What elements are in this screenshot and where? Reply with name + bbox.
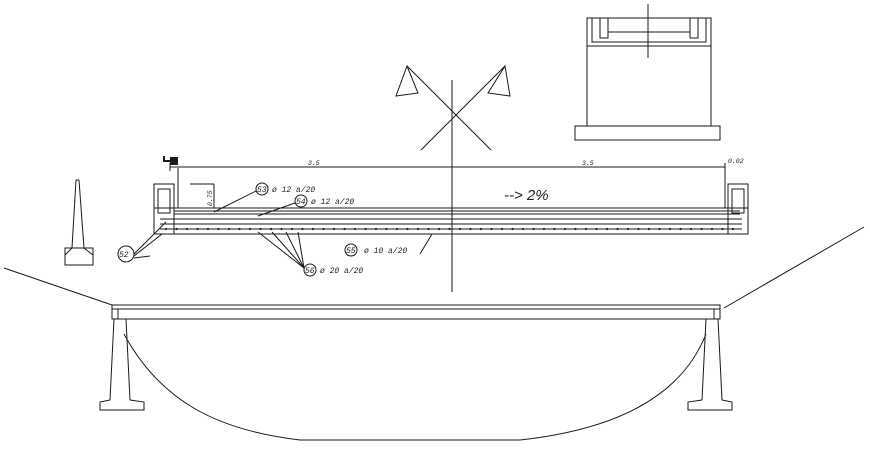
rebar-dot	[248, 227, 252, 231]
rebar-dot	[364, 227, 367, 231]
rebar-dot	[259, 227, 262, 231]
rebar-dot	[448, 227, 451, 231]
rebar-dot	[563, 227, 567, 231]
rebar-tag-55	[344, 243, 358, 257]
dim-right-span: 3.5	[582, 160, 594, 167]
rebar-dot	[269, 227, 273, 231]
rebar-dot	[721, 227, 724, 231]
rebar-dot	[206, 227, 210, 231]
deck-section: 3.5 3.5 0.02 0.75	[153, 156, 749, 235]
rebar-dot	[479, 227, 483, 231]
rebar-dot	[385, 227, 388, 231]
rebar-dot	[427, 227, 430, 231]
rebar-dot	[511, 227, 514, 231]
rebar-dot	[322, 227, 325, 231]
rebar-dot	[311, 227, 315, 231]
rebar-annotations: 53 ø 12 a/20 54 ø 12 a/20 55 ø 10 a/20 5…	[117, 182, 433, 277]
rebar-dots	[164, 227, 735, 231]
parapet-post	[64, 179, 94, 266]
rebar-dot	[731, 227, 735, 231]
rebar-dot	[532, 227, 535, 231]
rebar-dot	[374, 227, 378, 231]
rebar-dot	[196, 227, 199, 231]
rebar-tag-54-number: 54	[296, 198, 306, 207]
rebar-tag-55-number: 55	[346, 247, 356, 256]
abutment-detail	[574, 4, 721, 141]
rebar-dot	[175, 227, 178, 231]
rebar-tag-54	[294, 194, 308, 208]
rebar-dot	[301, 227, 304, 231]
rebar-dot	[185, 227, 189, 231]
rebar-dot	[521, 227, 525, 231]
rebar-dot	[469, 227, 472, 231]
rebar-dot	[416, 227, 420, 231]
rebar-dot	[689, 227, 693, 231]
dim-left-span: 3.5	[308, 160, 320, 167]
dim-curb-height: 0.75	[207, 190, 214, 206]
rebar-dot	[553, 227, 556, 231]
rebar-dot	[574, 227, 577, 231]
rebar-dot	[626, 227, 630, 231]
rebar-dot	[164, 227, 168, 231]
rebar-dot	[647, 227, 651, 231]
rebar-53-label: ø 12 a/20	[272, 186, 315, 195]
rebar-dot	[605, 227, 609, 231]
rebar-dot	[238, 227, 241, 231]
rebar-dot	[658, 227, 661, 231]
rebar-dot	[343, 227, 346, 231]
rebar-56-label: ø 20 a/20	[320, 267, 363, 276]
rebar-dot	[280, 227, 283, 231]
rebar-dot	[353, 227, 357, 231]
rebar-dot	[637, 227, 640, 231]
slope-label: --> 2%	[504, 187, 549, 204]
rebar-dot	[490, 227, 493, 231]
rebar-dot	[458, 227, 462, 231]
rebar-dot	[616, 227, 619, 231]
bridge-elevation	[3, 226, 865, 441]
rebar-dot	[542, 227, 546, 231]
rebar-dot	[217, 227, 220, 231]
rebar-tag-56	[303, 263, 317, 277]
rebar-dot	[406, 227, 409, 231]
rebar-dot	[584, 227, 588, 231]
rebar-dot	[500, 227, 504, 231]
rebar-tag-52-number: 52	[119, 251, 129, 260]
rebar-55-label: ø 10 a/20	[364, 247, 407, 256]
rebar-dot	[668, 227, 672, 231]
rebar-tag-53-number: 53	[257, 186, 267, 195]
rebar-dot	[395, 227, 399, 231]
rebar-tag-53	[255, 182, 269, 196]
rebar-dot	[710, 227, 714, 231]
rebar-dot	[595, 227, 598, 231]
rebar-tag-56-number: 56	[305, 267, 315, 276]
rebar-dot	[290, 227, 294, 231]
rebar-dot	[332, 227, 336, 231]
dim-edge: 0.02	[728, 158, 744, 165]
rebar-dot	[227, 227, 231, 231]
rebar-dot	[437, 227, 441, 231]
axis-marker	[395, 64, 511, 292]
rebar-54-label: ø 12 a/20	[311, 198, 354, 207]
rebar-dot	[700, 227, 703, 231]
rebar-dot	[679, 227, 682, 231]
